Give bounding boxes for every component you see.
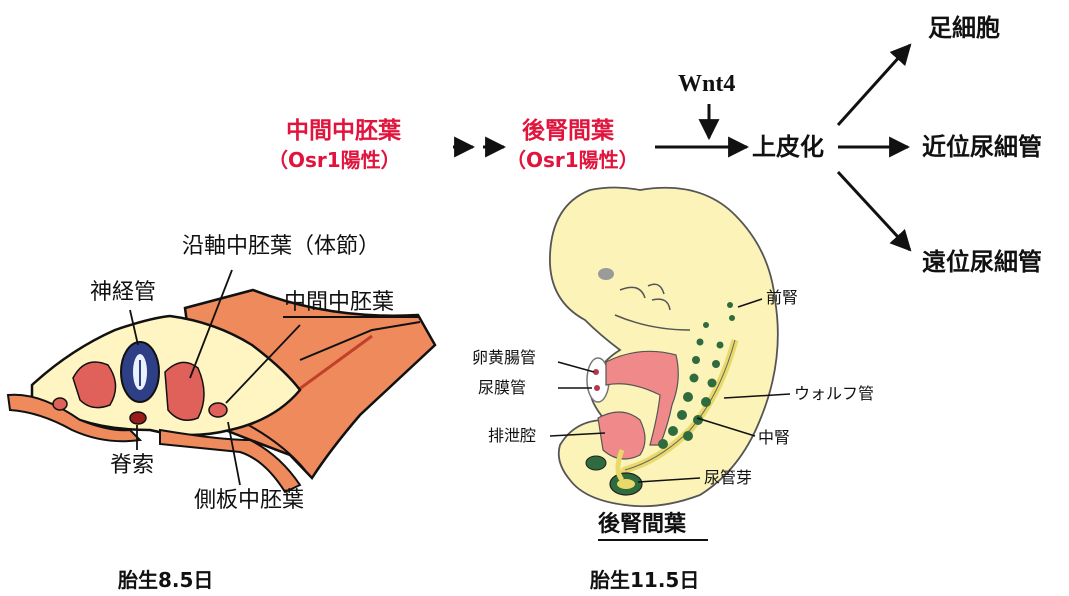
output-distal-tubule: 遠位尿細管 [922, 250, 1042, 274]
arrow-to-podocyte [838, 45, 910, 125]
label-wolffian-duct: ウォルフ管 [794, 386, 874, 402]
label-lateral-plate-mesoderm: 側板中胚葉 [194, 490, 304, 512]
cross-section-illustration [8, 290, 435, 492]
label-yolk-duct: 卵黄腸管 [472, 350, 536, 366]
label-metanephric-mesenchyme: 後腎間葉 [598, 514, 686, 536]
label-cloaca: 排泄腔 [488, 428, 536, 444]
small-green-bud [586, 456, 606, 470]
flow-intermediate-mesoderm: 中間中胚葉 [286, 120, 401, 143]
caption-e8-5: 胎生8.5日 [118, 570, 213, 590]
label-allantois: 尿膜管 [478, 380, 526, 396]
embryo-eye [598, 268, 614, 280]
embryo-illustration [550, 188, 778, 507]
intermediate-mesoderm-right [209, 403, 227, 417]
flow-osr1-positive-2: （Osr1陽性） [506, 150, 639, 170]
output-podocyte: 足細胞 [928, 16, 1000, 40]
flow-osr1-positive-1: （Osr1陽性） [268, 150, 401, 170]
flow-metanephric-mesenchyme: 後腎間葉 [522, 120, 614, 143]
label-mesonephros: 中腎 [758, 430, 790, 446]
label-pronephros: 前腎 [766, 290, 798, 306]
notochord [130, 412, 146, 424]
output-proximal-tubule: 近位尿細管 [922, 135, 1042, 159]
label-notochord: 脊索 [110, 455, 154, 477]
arrow-to-distal [838, 172, 910, 250]
epithelialization-label: 上皮化 [752, 135, 824, 159]
embryo-body [550, 188, 778, 507]
intermediate-mesoderm-left [53, 398, 67, 410]
label-intermediate-mesoderm: 中間中胚葉 [284, 292, 394, 314]
caption-e11-5: 胎生11.5日 [590, 570, 699, 590]
label-ureteric-bud: 尿管芽 [704, 470, 752, 486]
label-neural-tube: 神経管 [90, 282, 156, 304]
somite-right [165, 362, 204, 420]
wnt4-label: Wnt4 [678, 72, 735, 96]
label-paraxial-mesoderm: 沿軸中胚葉（体節） [182, 236, 380, 258]
